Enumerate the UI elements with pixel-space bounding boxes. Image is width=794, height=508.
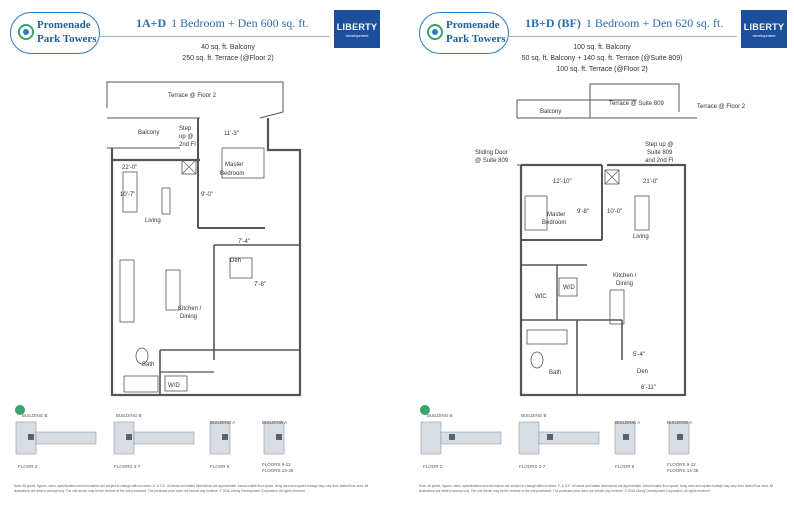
dim-bed-side: 9'-0"	[201, 192, 213, 198]
master-bedroom-label-2: Bedroom	[542, 220, 566, 226]
floor-label: FLOOR 2	[18, 464, 38, 469]
brand-name: LIBERTY	[336, 22, 378, 32]
floor-label: FLOOR 8	[210, 464, 230, 469]
step-up-label-2: up @	[179, 134, 193, 140]
master-bedroom-label-1: Master	[547, 212, 565, 218]
north-arrow-icon	[420, 405, 430, 415]
north-arrow-icon	[15, 405, 25, 415]
living-label: Living	[145, 218, 161, 224]
promenade-park-towers-logo: Promenade Park Towers	[419, 12, 509, 54]
building-label: BUILDING B	[22, 413, 48, 418]
floor-label: FLOORS 9-12	[262, 462, 291, 467]
kitchen-label-2: Dining	[180, 314, 197, 320]
building-label: BUILDING A	[210, 420, 236, 425]
sliding-door-label-2: @ Suite 809	[475, 158, 509, 164]
unit-description: 1 Bedroom + Den 600 sq. ft.	[171, 16, 309, 30]
area-list: 100 sq. ft. Balcony 50 sq. ft. Balcony +…	[487, 42, 717, 75]
dim-den-height: 7'-8"	[254, 282, 266, 288]
area-line: 50 sq. ft. Balcony + 140 sq. ft. Terrace…	[521, 55, 683, 62]
area-line: 40 sq. ft. Balcony	[201, 44, 255, 51]
unit-title: 1A+D 1 Bedroom + Den 600 sq. ft.	[136, 16, 309, 31]
leaf-swirl-icon	[427, 24, 443, 40]
area-line: 100 sq. ft. Terrace (@Floor 2)	[556, 66, 648, 73]
building-label: BUILDING B	[521, 413, 547, 418]
kitchen-label-2: Dining	[616, 281, 633, 287]
bath-label: Bath	[549, 370, 561, 376]
wd-label: W/D	[563, 285, 575, 291]
master-bedroom-label-2: Bedroom	[220, 171, 244, 177]
logo-line-1: Promenade	[37, 19, 91, 31]
disclaimer: Note: All prices, figures, sizes, specif…	[419, 484, 773, 493]
floor-key-plans	[15, 405, 285, 455]
kitchen-label-1: Kitchen /	[178, 306, 202, 312]
step-up-label-3: and 2nd Fl	[645, 158, 673, 164]
area-list: 40 sq. ft. Balcony 250 sq. ft. Terrace (…	[128, 42, 328, 64]
logo-line-2: Park Towers	[37, 33, 97, 45]
wd-label: W/D	[168, 383, 180, 389]
area-line: 250 sq. ft. Terrace (@Floor 2)	[182, 55, 274, 62]
header-rule	[100, 36, 330, 37]
kitchen-label-1: Kitchen /	[613, 273, 637, 279]
floor-label: FLOORS 3-7	[114, 464, 141, 469]
dim-bed-top: 12'-10"	[553, 179, 572, 185]
building-label: BUILDING B	[116, 413, 142, 418]
den-label: Den	[230, 258, 241, 264]
dim-living-width: 21'-0"	[643, 179, 658, 185]
terrace-809-label: Terrace @ Suite 809	[609, 101, 664, 107]
unit-code: 1A+D	[136, 16, 167, 30]
unit-title: 1B+D (BF) 1 Bedroom + Den 620 sq. ft.	[525, 16, 723, 31]
building-label: BUILDING B	[427, 413, 453, 418]
bath-label: Bath	[142, 362, 154, 368]
logo-line-2: Park Towers	[446, 33, 506, 45]
floor-label: FLOORS 14-36	[262, 468, 294, 473]
brand-sub: development	[752, 33, 776, 38]
step-up-label-1: Step up @	[645, 142, 673, 148]
balcony-label: Balcony	[138, 130, 159, 136]
master-bedroom-label-1: Master	[225, 162, 243, 168]
terrace-floor2-label: Terrace @ Floor 2	[697, 104, 746, 110]
logo-line-1: Promenade	[446, 19, 500, 31]
dim-bed-top: 11'-3"	[224, 131, 239, 137]
building-label: BUILDING A	[667, 420, 693, 425]
right-floorplan-page: Promenade Park Towers 1B+D (BF) 1 Bedroom…	[397, 0, 794, 508]
dim-den-width: 5'-4"	[633, 352, 645, 358]
disclaimer: Note: All prices, figures, sizes, specif…	[14, 484, 368, 493]
floor-label: FLOORS 9-12	[667, 462, 696, 467]
left-floorplan-page: Promenade Park Towers 1A+D 1 Bedroom + De…	[10, 10, 380, 493]
floor-label: FLOORS 3-7	[519, 464, 546, 469]
floor-label: FLOOR 8	[615, 464, 635, 469]
balcony-label: Balcony	[540, 109, 561, 115]
step-up-label-3: 2nd Fl	[179, 142, 196, 148]
floorplan-drawing: Balcony Terrace @ Suite 809 Terrace @ Fl…	[475, 83, 746, 397]
wic-label: WIC	[535, 294, 547, 300]
building-label: BUILDING A	[262, 420, 288, 425]
terrace-label: Terrace @ Floor 2	[168, 93, 217, 99]
living-label: Living	[633, 234, 649, 240]
brand-sub: development	[345, 33, 369, 38]
floorplan-drawing: Terrace @ Floor 2 Balcony Step up @ 2nd …	[106, 81, 302, 397]
building-label: BUILDING A	[615, 420, 641, 425]
dim-bed-width: 10'-0"	[607, 209, 622, 215]
step-up-label-1: Step	[179, 126, 192, 132]
dim-living-width: 22'-0"	[122, 165, 137, 171]
dim-den-height: 6'-11"	[641, 385, 656, 391]
floor-label: FLOOR 2	[423, 464, 443, 469]
dim-living-height: 10'-7"	[120, 192, 135, 198]
step-up-label-2: Suite 809	[647, 150, 673, 156]
dim-bed-height: 9'-8"	[577, 209, 589, 215]
sliding-door-label-1: Sliding Door	[475, 150, 508, 156]
header-rule	[509, 36, 737, 37]
unit-description: 1 Bedroom + Den 620 sq. ft.	[585, 16, 724, 30]
promenade-park-towers-logo: Promenade Park Towers	[10, 12, 100, 54]
brand-name: LIBERTY	[743, 22, 785, 32]
liberty-logo: LIBERTY development	[741, 10, 787, 48]
dim-den-width: 7'-4"	[238, 239, 250, 245]
unit-code: 1B+D (BF)	[525, 16, 581, 30]
area-line: 100 sq. ft. Balcony	[573, 44, 631, 51]
floor-key-plans	[420, 405, 690, 455]
liberty-logo: LIBERTY development	[334, 10, 380, 48]
floor-label: FLOORS 14-36	[667, 468, 699, 473]
den-label: Den	[637, 369, 648, 375]
leaf-swirl-icon	[18, 24, 34, 40]
